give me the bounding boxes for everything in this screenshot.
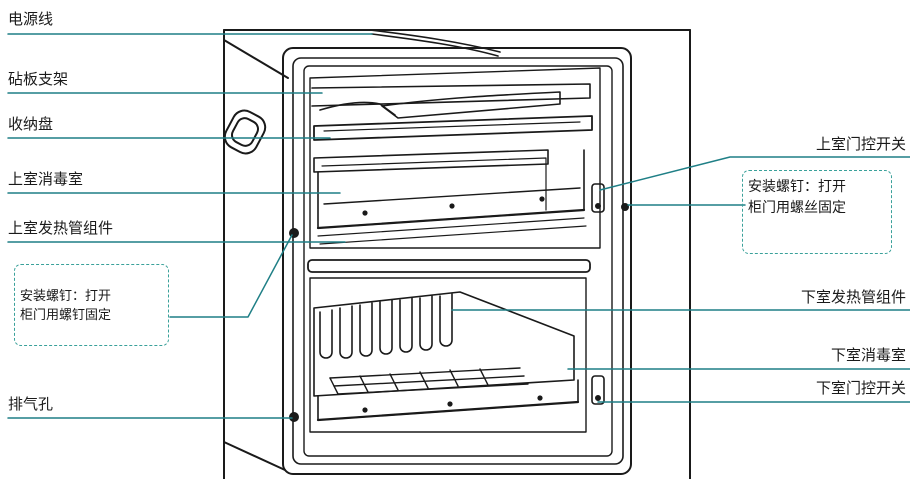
label-upper-chamber: 上室消毒室	[8, 170, 84, 188]
note-right: 安装螺钉：打开 柜门用螺丝固定	[742, 170, 892, 254]
label-upper-door-switch: 上室门控开关	[815, 135, 906, 153]
label-upper-heater: 上室发热管组件	[8, 219, 114, 237]
label-lower-chamber: 下室消毒室	[830, 346, 906, 364]
note-left-line2: 柜门用螺钉固定	[20, 308, 112, 323]
note-left-line1: 安装螺钉：打开	[20, 289, 112, 304]
note-left: 安装螺钉：打开 柜门用螺钉固定	[14, 264, 169, 346]
label-lower-door-switch: 下室门控开关	[815, 379, 906, 397]
door-switches	[289, 183, 629, 422]
note-right-line1: 安装螺钉：打开	[748, 179, 846, 195]
label-lower-heater: 下室发热管组件	[800, 288, 906, 306]
label-board-bracket: 砧板支架	[8, 70, 69, 88]
label-power-cord: 电源线	[8, 10, 54, 28]
leader-lines	[7, 33, 910, 419]
cabinet-body	[223, 29, 691, 480]
label-vent: 排气孔	[8, 395, 54, 413]
label-storage-tray: 收纳盘	[8, 115, 54, 133]
upper-compartment	[307, 67, 601, 273]
door-frame	[282, 47, 632, 475]
lower-compartment	[309, 277, 587, 433]
note-right-line2: 柜门用螺丝固定	[748, 200, 846, 216]
